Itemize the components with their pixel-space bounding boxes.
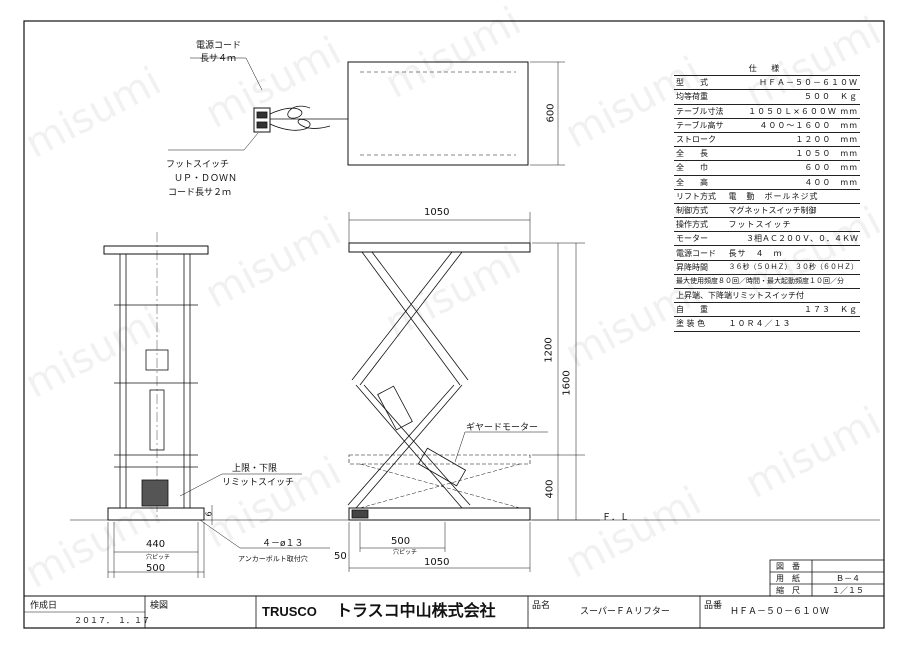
spec-value: 電 動 ボールネジ式 bbox=[726, 189, 860, 204]
product-name: スーパーＦＡリフター bbox=[580, 607, 670, 617]
paper-size-value: Ｂ－４ bbox=[836, 574, 860, 583]
spec-row: 最大使用頻度８０回／時間・最大起動頻度１０回／分 bbox=[674, 274, 860, 290]
paper-size-label: 用 紙 bbox=[776, 574, 800, 583]
dim-height-400: 400 bbox=[544, 479, 556, 499]
product-code-label: 品番 bbox=[704, 601, 723, 611]
spec-row: リフト方式電 動 ボールネジ式 bbox=[674, 189, 860, 204]
dim-top-600: 600 bbox=[545, 103, 557, 123]
spec-label: 昇降時間 bbox=[674, 260, 727, 275]
spec-value: ４００ mm bbox=[726, 175, 860, 190]
spec-value: ６００ mm bbox=[726, 160, 860, 176]
spec-value: 最大使用頻度８０回／時間・最大起動頻度１０回／分 bbox=[674, 274, 860, 290]
spec-label: 操作方式 bbox=[674, 217, 727, 233]
dim-front-500-sub: 穴ピッチ bbox=[393, 549, 418, 556]
spec-label: 全 巾 bbox=[674, 160, 727, 176]
dim-side-500: 500 bbox=[146, 563, 166, 574]
foot-switch-label: フットスイッチ bbox=[166, 160, 230, 170]
scale-label: 縮 尺 bbox=[776, 586, 800, 595]
dim-front-1050: 1050 bbox=[424, 207, 450, 218]
drawing-number-label: 図 番 bbox=[776, 562, 800, 571]
spec-value: ５００ Ｋｇ bbox=[726, 89, 860, 105]
dim-height-1200: 1200 bbox=[543, 337, 555, 363]
spec-value: ３６秒（５０ＨＺ） ３０秒（６０ＨＺ） bbox=[726, 260, 860, 275]
spec-value: 上昇端、下降端リミットスイッチ付 bbox=[674, 288, 860, 304]
spec-label: 均等荷重 bbox=[674, 89, 727, 105]
scale-value: １／１５ bbox=[832, 586, 864, 595]
dim-side-440: 440 bbox=[146, 539, 166, 550]
spec-label: 全 長 bbox=[674, 146, 727, 162]
spec-value: １０５０ mm bbox=[726, 146, 860, 162]
product-name-label: 品名 bbox=[532, 601, 551, 611]
spec-row: 操作方式フットスイッチ bbox=[674, 217, 860, 233]
created-label: 作成日 bbox=[30, 601, 58, 611]
spec-label: テーブル高サ bbox=[674, 118, 727, 133]
dim-front-500: 500 bbox=[391, 536, 411, 547]
spec-value: １７３ Ｋｇ bbox=[726, 302, 860, 318]
dim-height-1600: 1600 bbox=[561, 370, 573, 396]
spec-value: 長サ ４ ｍ bbox=[726, 245, 860, 261]
dim-side-6: 6 bbox=[204, 511, 214, 517]
anchor-bolt-label: アンカーボルト取付穴 bbox=[238, 555, 308, 563]
spec-value: ３相ＡＣ２００Ｖ、０．４ＫＷ bbox=[726, 231, 860, 247]
spec-label: 全 高 bbox=[674, 175, 727, 190]
spec-label: リフト方式 bbox=[674, 189, 727, 204]
power-cord-length-label: 長サ４ｍ bbox=[200, 54, 237, 64]
limit-label: 上限・下限 bbox=[232, 464, 278, 474]
power-cord-label: 電源コード bbox=[196, 41, 242, 51]
spec-label: モーター bbox=[674, 231, 727, 247]
spec-value: マグネットスイッチ制御 bbox=[726, 203, 860, 219]
spec-row: 電源コード長サ ４ ｍ bbox=[674, 245, 860, 261]
spec-row: 制御方式マグネットスイッチ制御 bbox=[674, 203, 860, 219]
spec-value: フットスイッチ bbox=[726, 217, 860, 233]
gear-motor-label: ギヤードモーター bbox=[466, 423, 539, 433]
floor-level-label: Ｆ．Ｌ bbox=[602, 513, 630, 523]
product-code: ＨＦＡ－５０－６１０Ｗ bbox=[730, 607, 830, 617]
spec-value: ＨＦＡ－５０－６１０Ｗ bbox=[726, 75, 860, 91]
spec-value: １０Ｒ４／１３ bbox=[726, 316, 860, 332]
anchor-hole-label: ４－ø１３ bbox=[262, 539, 304, 549]
spec-value: １０５０Ｌ×６００Ｗ mm bbox=[726, 104, 860, 119]
brand-logo: TRUSCO bbox=[262, 604, 317, 619]
created-date: ２０１７． １．１７ bbox=[74, 616, 150, 625]
spec-label: 塗 装 色 bbox=[674, 316, 727, 332]
check-label: 検図 bbox=[150, 601, 169, 611]
foot-switch-updown-label: ＵＰ・ＤＯＷＮ bbox=[174, 174, 238, 184]
spec-value: ４００～１６００ mm bbox=[726, 118, 860, 133]
company-name: トラスコ中山株式会社 bbox=[336, 601, 496, 620]
spec-label: テーブル寸法 bbox=[674, 104, 727, 119]
spec-label: 制御方式 bbox=[674, 203, 727, 219]
foot-switch-cord-label: コード長サ２ｍ bbox=[168, 188, 232, 198]
spec-label: 自 重 bbox=[674, 302, 727, 318]
spec-label: 電源コード bbox=[674, 245, 727, 261]
dim-side-440-sub: 穴ピッチ bbox=[146, 554, 171, 561]
dim-front-50: 50 bbox=[334, 551, 347, 562]
spec-row: 上昇端、下降端リミットスイッチ付 bbox=[674, 288, 860, 304]
spec-label: ストローク bbox=[674, 132, 727, 148]
spec-value: １２００ mm bbox=[726, 132, 860, 148]
spec-header: 仕 様 bbox=[674, 62, 860, 77]
spec-label: 型 式 bbox=[674, 75, 727, 91]
dim-front-bottom-1050: 1050 bbox=[424, 557, 450, 568]
limit-switch-label: リミットスイッチ bbox=[222, 478, 295, 488]
